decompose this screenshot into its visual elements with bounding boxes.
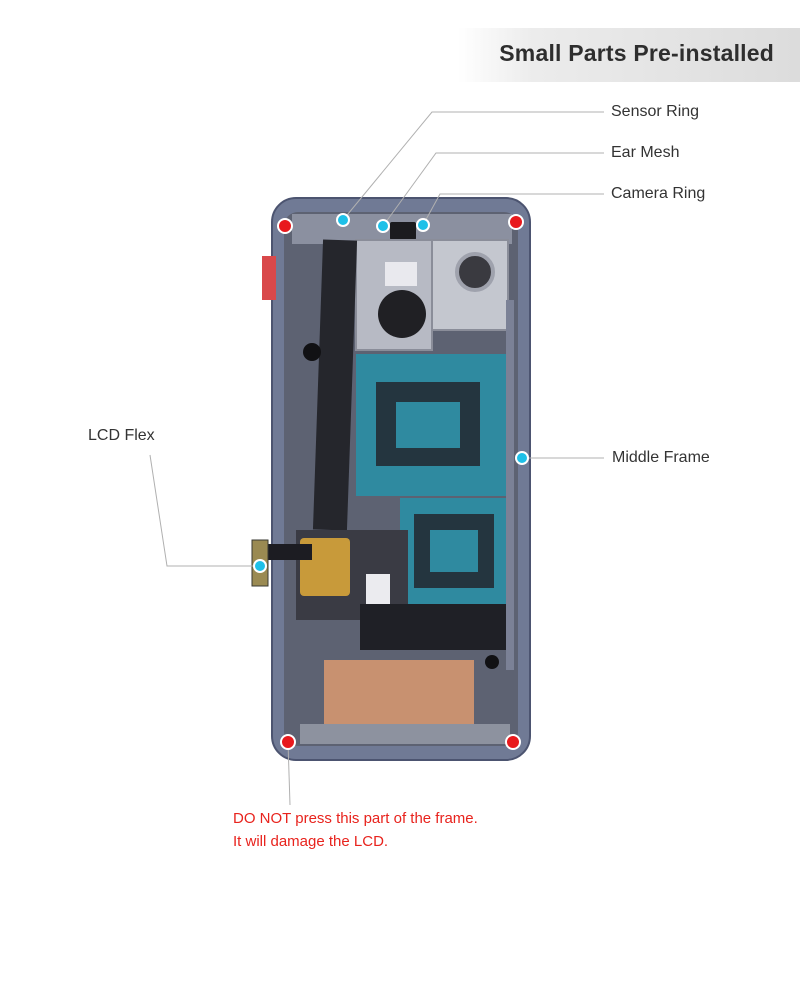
leader-warning xyxy=(287,741,291,806)
flex-label-area xyxy=(360,604,506,650)
pointer-dot-camera-ring xyxy=(416,218,430,232)
earpiece-slot xyxy=(390,222,416,240)
warning-line-1: DO NOT press this part of the frame. xyxy=(233,810,478,827)
textured-plate xyxy=(506,300,514,670)
label-sensor-ring: Sensor Ring xyxy=(611,103,700,120)
label-middle-frame: Middle Frame xyxy=(612,449,710,466)
adhesive-block-bottom-core xyxy=(430,530,478,572)
warning-dot-top-left xyxy=(277,218,293,234)
label-ear-mesh: Ear Mesh xyxy=(611,144,680,161)
warning-dot-top-right xyxy=(508,214,524,230)
header-badge: Small Parts Pre-installed xyxy=(458,28,800,82)
lcd-flex-gold xyxy=(300,538,350,596)
speaker-hole xyxy=(303,343,321,361)
copper-shield xyxy=(324,660,474,724)
header-title: Small Parts Pre-installed xyxy=(499,40,774,66)
leader-ear-mesh xyxy=(382,152,604,227)
pointer-dot-middle-frame xyxy=(515,451,529,465)
label-lcd-flex: LCD Flex xyxy=(88,427,155,444)
label-camera-ring: Camera Ring xyxy=(611,185,706,202)
pointer-dot-lcd-flex xyxy=(253,559,267,573)
pointer-dot-sensor-ring xyxy=(336,213,350,227)
side-tab xyxy=(262,256,276,300)
camera-lens-ring xyxy=(455,252,495,292)
camera-label xyxy=(385,262,417,286)
warning-dot-bottom-right xyxy=(505,734,521,750)
pointer-dot-ear-mesh xyxy=(376,219,390,233)
bottom-screw xyxy=(485,655,499,669)
adhesive-block-top-core xyxy=(396,402,460,448)
white-tab xyxy=(366,574,390,608)
warning-dot-bottom-left xyxy=(280,734,296,750)
long-flex xyxy=(312,239,358,531)
warning-line-2: It will damage the LCD. xyxy=(233,833,389,850)
leader-camera-ring xyxy=(422,193,604,226)
bottom-bracket xyxy=(300,724,510,744)
camera-lens-main xyxy=(378,290,426,338)
leader-lcd-flex xyxy=(149,454,260,567)
leader-sensor-ring xyxy=(342,111,604,221)
